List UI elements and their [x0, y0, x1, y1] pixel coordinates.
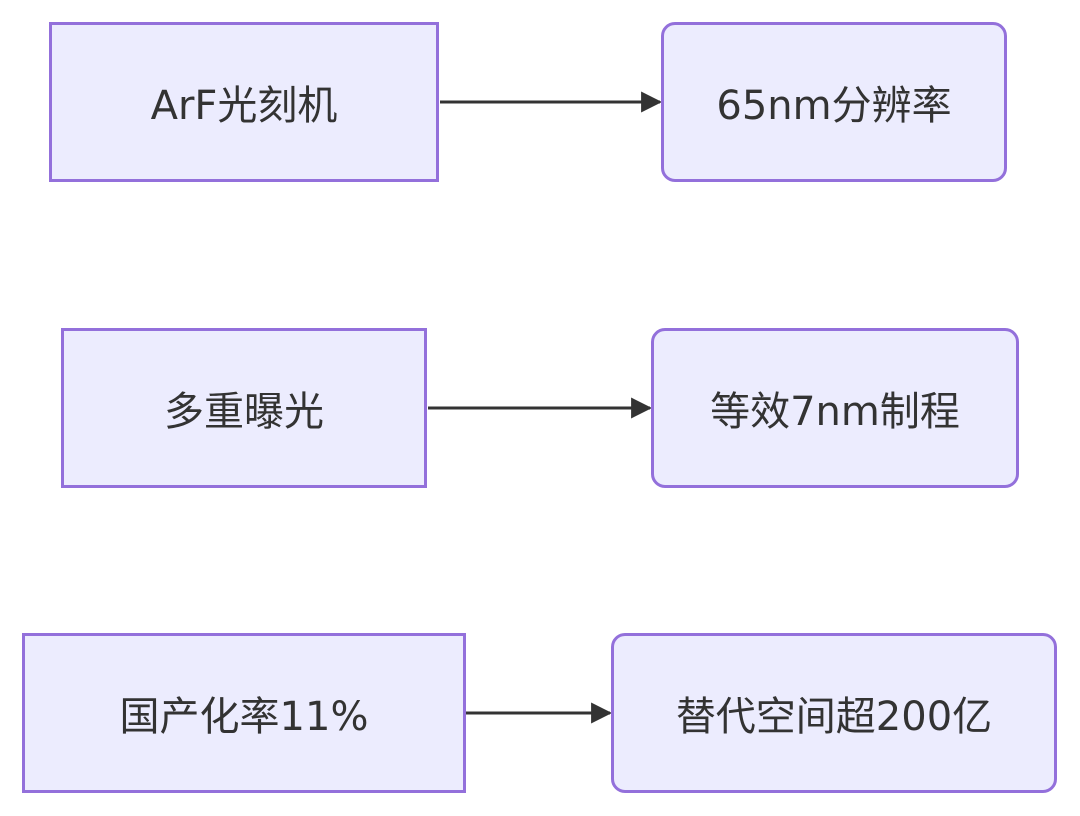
source-node-label: 国产化率11% [119, 694, 369, 740]
source-node-localization-rate: 国产化率11% [22, 633, 466, 793]
target-node-65nm-resolution: 65nm分辨率 [661, 22, 1007, 182]
source-node-label: ArF光刻机 [150, 83, 338, 129]
source-node-label: 多重曝光 [164, 389, 324, 435]
target-node-replacement-space: 替代空间超200亿 [611, 633, 1057, 793]
source-node-arf-lithography: ArF光刻机 [49, 22, 439, 182]
target-node-7nm-process: 等效7nm制程 [651, 328, 1019, 488]
target-node-label: 等效7nm制程 [710, 389, 960, 435]
target-node-label: 65nm分辨率 [716, 83, 952, 129]
source-node-multiple-exposure: 多重曝光 [61, 328, 427, 488]
target-node-label: 替代空间超200亿 [675, 694, 993, 740]
